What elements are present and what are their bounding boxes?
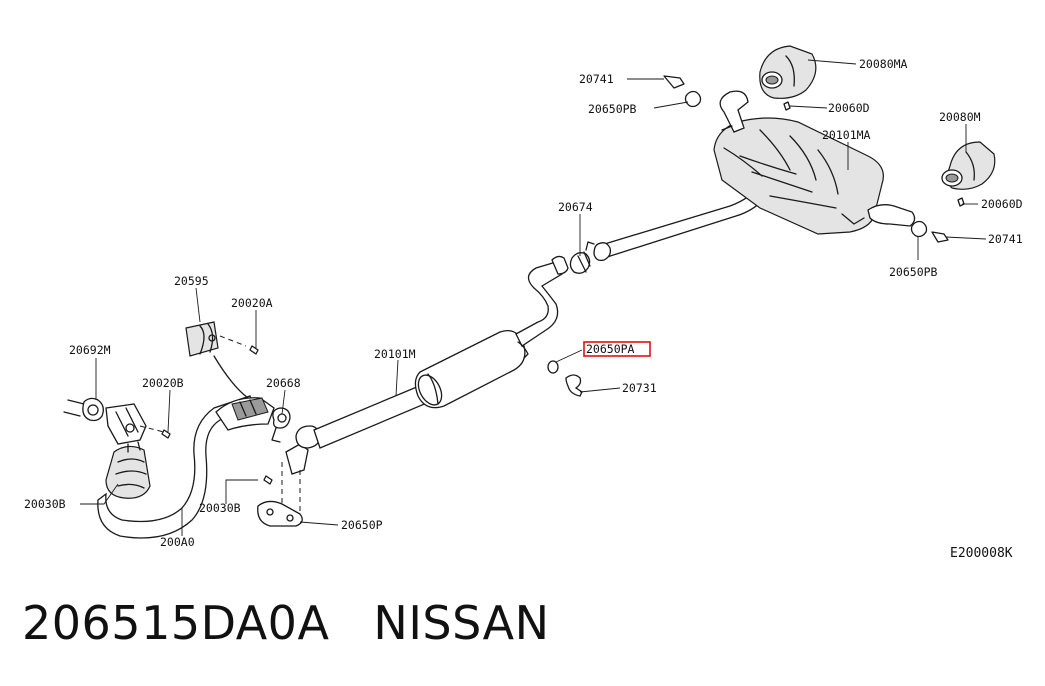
label-20731: 20731 [622, 381, 657, 395]
label-20650P: 20650P [341, 518, 383, 532]
catalytic-converter-200A0 [97, 395, 275, 539]
label-20650PA[interactable]: 20650PA [586, 342, 635, 356]
bolts-20020 [139, 345, 259, 439]
label-200A0: 200A0 [160, 535, 195, 549]
gasket-20692M [63, 397, 104, 422]
bracket-and-mount-20650P [257, 443, 309, 527]
label-20595: 20595 [174, 274, 209, 288]
part-number: 206515DA0A [22, 596, 330, 650]
clamp-20668 [271, 407, 291, 443]
label-20650PB-right: 20650PB [889, 265, 938, 279]
label-20741-right: 20741 [988, 232, 1023, 246]
mount-20650PA-and-hanger-20731 [547, 360, 583, 397]
leader-lines [80, 59, 987, 536]
label-20080M: 20080M [939, 110, 981, 124]
footer-caption: 206515DA0A NISSAN [22, 596, 550, 660]
highlight-box-20650PA [583, 341, 651, 357]
label-20650PB-top: 20650PB [588, 102, 637, 116]
label-20080MA: 20080MA [859, 57, 908, 71]
label-20101MA: 20101MA [822, 128, 871, 142]
mounts-and-hangers-rear [663, 75, 965, 243]
centre-muffler-20101M [295, 255, 569, 449]
main-muffler-20101MA [713, 90, 916, 235]
heat-insulator-20595 [185, 321, 249, 399]
label-20741-top: 20741 [579, 72, 614, 86]
tailpipe-finisher-20080M [941, 141, 996, 190]
label-20020B: 20020B [142, 376, 184, 390]
label-20668: 20668 [266, 376, 301, 390]
label-20692M: 20692M [69, 343, 111, 357]
brand-name: NISSAN [373, 596, 550, 650]
label-20674: 20674 [558, 200, 593, 214]
label-20060D-top: 20060D [828, 101, 870, 115]
clamp-20674 [569, 241, 595, 274]
tailpipe-finisher-20080MA [759, 45, 817, 99]
label-20060D-right: 20060D [981, 197, 1023, 211]
label-20030B-left: 20030B [24, 497, 66, 511]
label-20101M: 20101M [374, 347, 416, 361]
label-20020A: 20020A [231, 296, 273, 310]
diagram-code: E200008K [950, 546, 1013, 561]
label-20030B-mid: 20030B [199, 501, 241, 515]
